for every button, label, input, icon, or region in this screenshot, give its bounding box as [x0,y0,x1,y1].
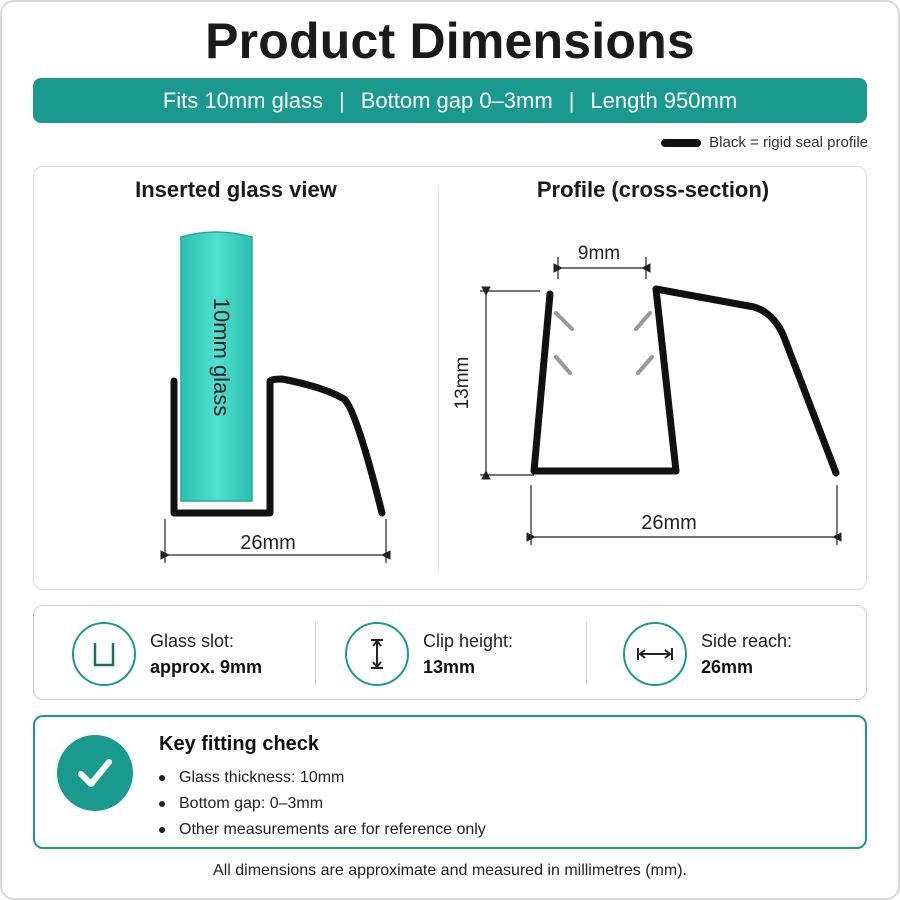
fitting-check-heading: Key fitting check [159,733,320,755]
diagram-panel: Inserted glass view Profile (cross-secti… [33,166,867,590]
list-item-text: Bottom gap: 0–3mm [179,795,324,812]
fitting-check-box: Key fitting check Glass thickness: 10mm … [33,715,867,849]
list-item-text: Glass thickness: 10mm [179,769,345,786]
spec-label: Clip height: [423,630,514,651]
spec-value: approx. 9mm [150,656,263,677]
glass-panel [180,231,253,502]
left-panel-title: Inserted glass view [135,177,337,202]
list-item: Other measurements are for reference onl… [159,817,486,843]
spec-divider [315,622,316,685]
right-panel-title: Profile (cross-section) [536,177,770,202]
diagram-svg: 10mm glass 26mm 9mm 13mm 26mm [160,231,842,563]
fin-left-upper [554,311,574,331]
banner-item-gap: Bottom gap 0–3mm [360,87,553,113]
spec-value: 13mm [423,656,476,677]
spec-clip-height: Clip height: 13mm [345,606,513,701]
checkmark-icon [57,735,133,811]
height-label: 13mm [452,357,473,410]
fitting-check-list: Glass thickness: 10mm Bottom gap: 0–3mm … [159,765,486,843]
legend: Black = rigid seal profile [661,134,868,151]
u-slot-icon [72,621,136,686]
spec-side-reach: Side reach: 26mm [623,606,792,701]
right-width-label: 26mm [641,512,697,534]
spec-glass-slot: Glass slot: approx. 9mm [72,606,262,701]
list-item-text: Other measurements are for reference onl… [179,821,486,838]
seal-profile [530,285,840,477]
specs-strip: Glass slot: approx. 9mm Clip height: 13m… [33,605,867,700]
height-icon [345,621,409,686]
footer-note: All dimensions are approximate and measu… [213,862,687,879]
inserted-glass-diagram: 10mm glass 26mm [160,231,391,563]
spec-banner: Fits 10mm glass | Bottom gap 0–3mm | Len… [33,78,867,123]
left-width-label: 26mm [240,532,296,554]
width-arrow-icon [623,621,687,686]
panel-divider [438,185,439,573]
glass-label: 10mm glass [209,298,234,417]
seal-profile-inserted [170,375,386,517]
bullet-icon [159,801,165,807]
profile-cross-section: 9mm 13mm 26mm [452,243,842,545]
spec-divider [586,622,587,685]
bullet-icon [159,775,165,781]
spec-label: Side reach: [701,630,793,651]
spec-value: 26mm [701,656,754,677]
page-title: Product Dimensions [205,13,695,69]
legend-label: Black = rigid seal profile [709,134,868,151]
spec-label: Glass slot: [150,630,235,651]
banner-item-length: Length 950mm [590,87,738,113]
fin-right-upper [634,311,652,331]
list-item: Bottom gap: 0–3mm [159,791,486,817]
bullet-icon [159,827,165,833]
banner-item-glass: Fits 10mm glass [162,87,323,113]
fin-left-lower [554,355,572,375]
list-item: Glass thickness: 10mm [159,765,486,791]
banner-separator: | [568,87,575,113]
slot-label: 9mm [578,243,620,264]
legend-swatch [661,138,702,147]
banner-separator: | [338,87,345,113]
fin-right-lower [636,355,654,375]
